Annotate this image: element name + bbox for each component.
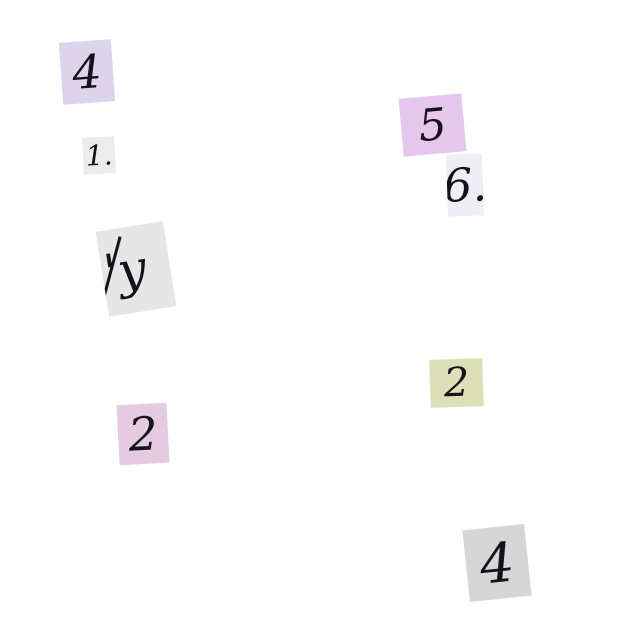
digit-label: 6. <box>445 157 485 213</box>
digit-chip: 2 <box>116 402 170 466</box>
digit-label: 4 <box>70 44 104 100</box>
digit-chip: 4 <box>462 523 532 603</box>
digit-label: 1. <box>84 138 114 173</box>
digit-label: 2 <box>126 406 160 462</box>
digit-chip: 2 <box>429 358 484 408</box>
digit-label: 'y <box>99 238 151 303</box>
digit-label: 4 <box>476 529 518 597</box>
digit-chip: 5 <box>398 93 467 157</box>
digit-label: 5 <box>416 98 449 152</box>
digit-chip: 1. <box>82 136 116 175</box>
digit-chip: 'y <box>95 221 177 317</box>
digit-chip: 4 <box>58 39 116 105</box>
digit-chip: 6. <box>445 153 485 217</box>
digit-label: 2 <box>442 359 471 407</box>
